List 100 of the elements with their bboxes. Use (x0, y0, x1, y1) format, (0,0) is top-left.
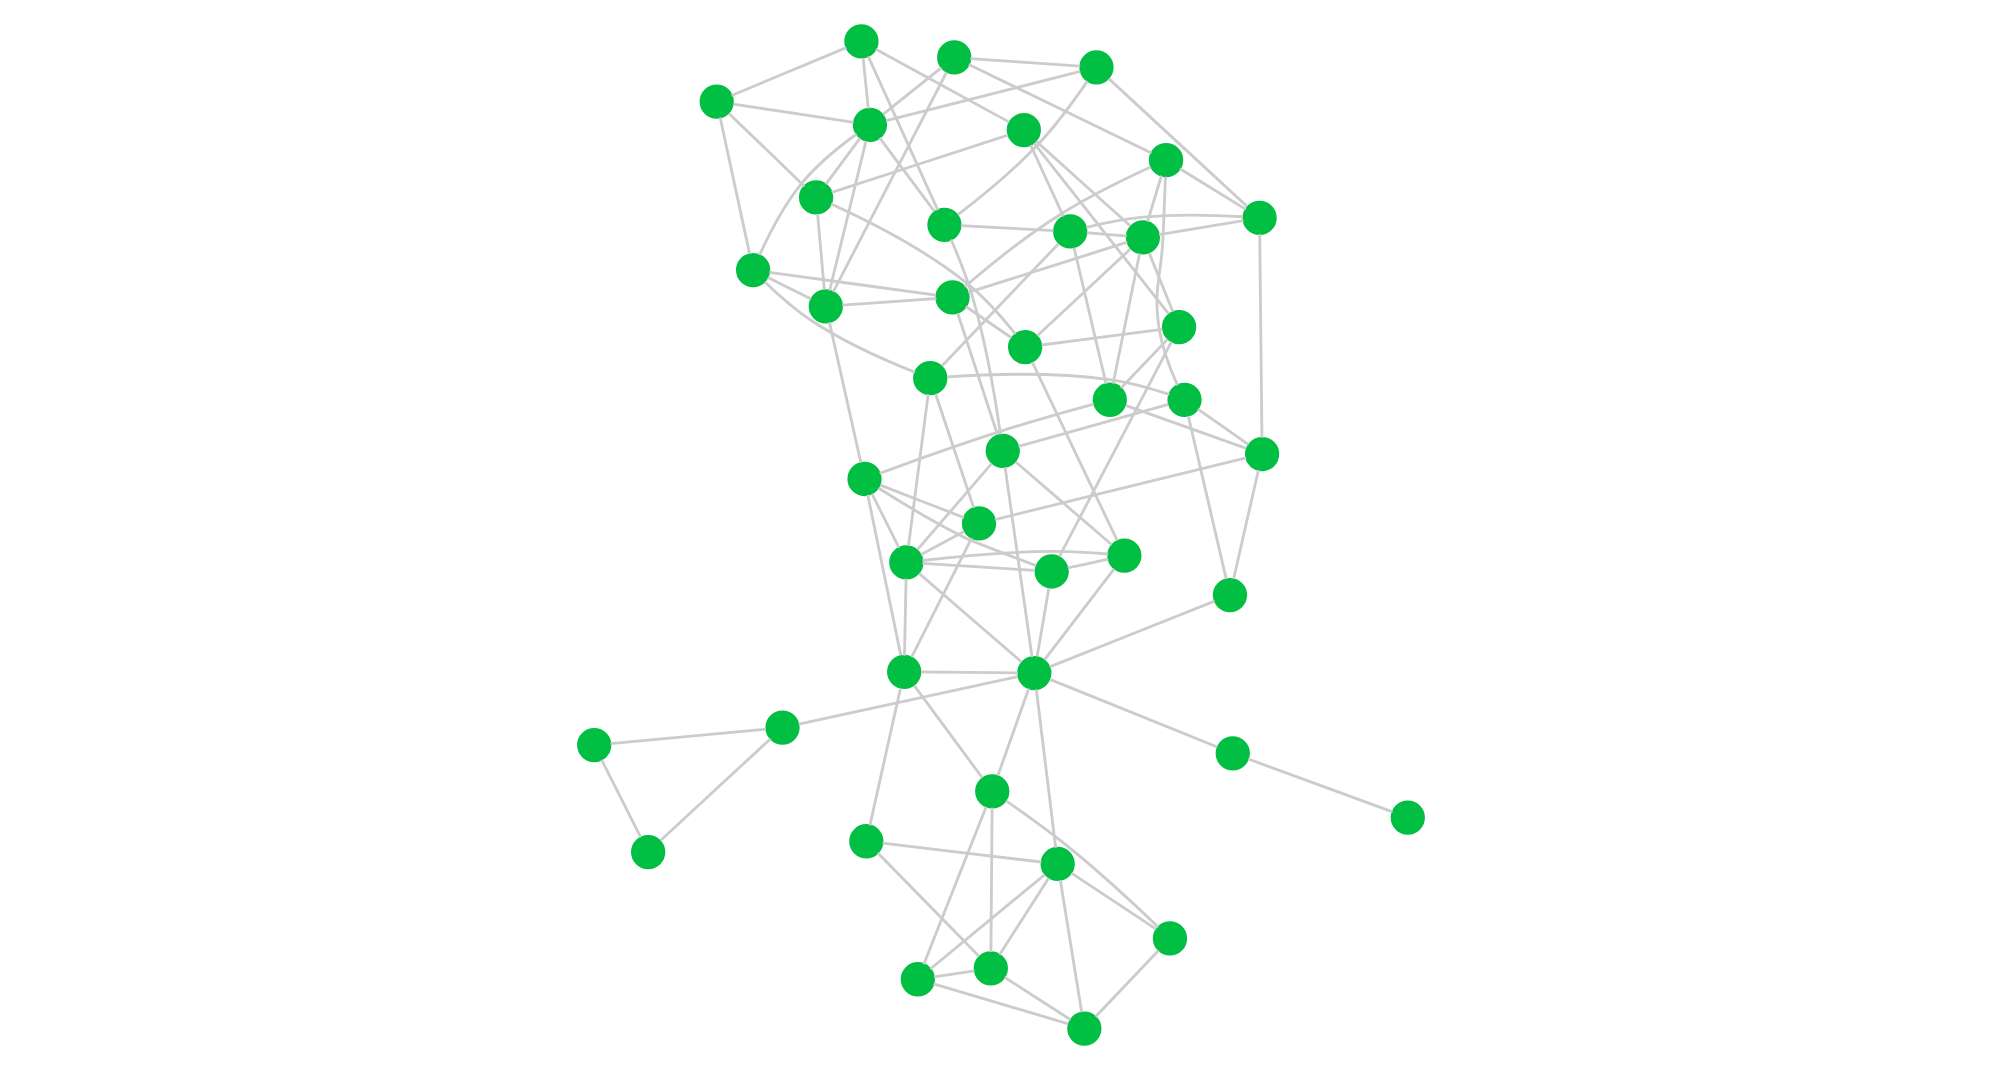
connector (933, 393, 975, 509)
connector (1040, 327, 1162, 347)
node-circle (1005, 112, 1040, 148)
connector (1071, 247, 1107, 385)
connector (1035, 248, 1131, 337)
connector (912, 684, 983, 779)
connector (881, 841, 1041, 864)
node-circle (1160, 309, 1196, 345)
connector (932, 969, 974, 979)
connector (1057, 880, 1083, 1013)
connector (993, 456, 1246, 521)
connector (946, 373, 1169, 396)
connector (865, 494, 902, 656)
connector (730, 46, 846, 97)
node-circle (1211, 577, 1247, 613)
node-circle (797, 180, 833, 215)
node-circle (807, 289, 842, 324)
connector (867, 687, 901, 826)
connector (1110, 253, 1140, 384)
connector (732, 102, 853, 124)
connector (1057, 341, 1172, 558)
node-circle (576, 727, 611, 763)
connector (1066, 557, 1108, 570)
node-circle (1151, 921, 1187, 956)
connector (1145, 175, 1162, 223)
connector (964, 305, 1012, 339)
connector (1185, 415, 1227, 580)
connector (921, 562, 1035, 572)
node-circle (1389, 800, 1424, 835)
connector (1069, 871, 1156, 931)
node-circle (1243, 436, 1279, 472)
connector (1034, 587, 1050, 657)
connector (1106, 77, 1248, 208)
connector (878, 402, 1094, 475)
node-circle (698, 84, 733, 119)
connector (815, 213, 825, 290)
connector (1033, 689, 1057, 848)
connector (915, 462, 992, 551)
connector (884, 70, 1080, 123)
connector (1048, 678, 1217, 749)
connector (921, 549, 1108, 562)
connector (909, 537, 972, 658)
connector (881, 66, 942, 116)
connector (919, 530, 964, 556)
node-circle (1241, 200, 1276, 236)
connector (1031, 142, 1169, 315)
connector (609, 727, 765, 745)
connector (932, 982, 1068, 1026)
connector (768, 270, 936, 297)
connector (997, 877, 1049, 956)
connector (995, 688, 1030, 776)
connector (1178, 167, 1246, 211)
node-circle (912, 361, 947, 396)
connector (917, 572, 1022, 664)
connector (1048, 599, 1215, 669)
connector (869, 493, 900, 549)
connector (841, 297, 936, 307)
connector (599, 759, 641, 838)
node-circle (926, 207, 961, 242)
connector (966, 240, 1127, 294)
node-circle (1106, 538, 1141, 573)
connector (726, 112, 805, 188)
node-circle (888, 545, 923, 580)
node-circle (1016, 655, 1051, 691)
connector (865, 55, 939, 211)
connector (860, 57, 869, 109)
connector (988, 807, 993, 953)
connector (757, 132, 857, 256)
connector (1028, 144, 1064, 218)
connector (1002, 976, 1071, 1021)
node-circle (1214, 736, 1249, 771)
connector (1257, 234, 1263, 438)
connector (962, 165, 1151, 288)
connector (827, 140, 867, 291)
connector (1157, 219, 1243, 236)
connector (902, 578, 907, 656)
connector (830, 133, 1008, 194)
node-circle (1124, 220, 1159, 255)
connector (1124, 404, 1246, 450)
node-circle (960, 506, 996, 541)
node-circle (848, 824, 883, 859)
connector (875, 852, 979, 958)
node-circle (1039, 846, 1074, 882)
node-circle (934, 280, 969, 315)
node-circle (1147, 143, 1183, 178)
node-circle (984, 433, 1019, 468)
connector (956, 80, 1088, 216)
node-circle (1033, 554, 1068, 589)
connector (1034, 140, 1131, 227)
node-circle (846, 461, 881, 497)
node-circle (1007, 330, 1042, 365)
connector (658, 737, 771, 842)
node-circle (1078, 50, 1113, 85)
connector (1154, 176, 1178, 386)
connector (823, 137, 861, 186)
connector (1246, 757, 1393, 814)
node-circle (974, 774, 1009, 809)
connector (874, 48, 1009, 124)
connector (1004, 799, 1159, 929)
node-circle (972, 951, 1007, 986)
